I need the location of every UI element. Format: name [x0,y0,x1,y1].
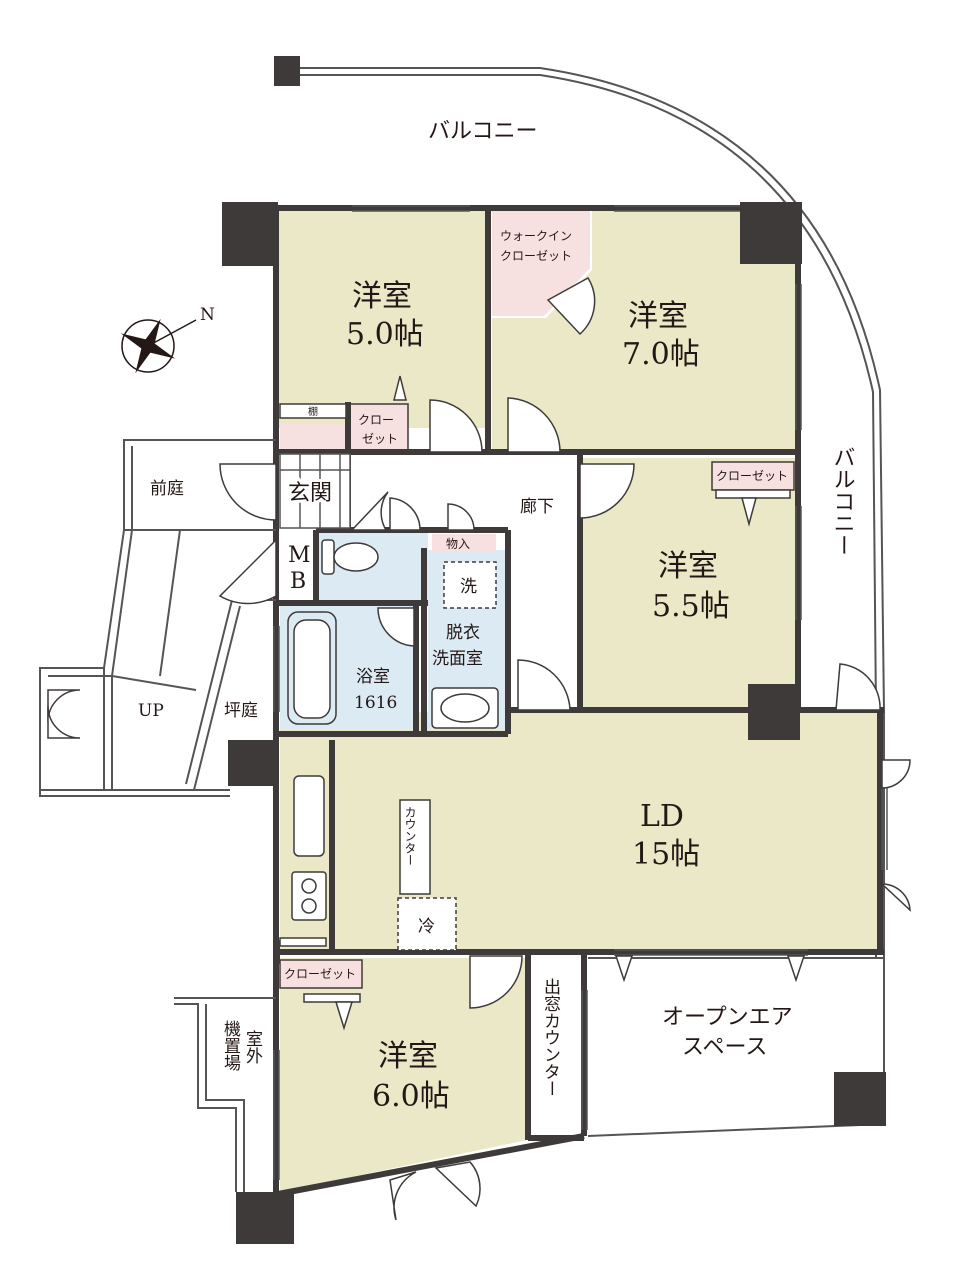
ld-size: 15帖 [632,837,700,872]
fridge-space [397,897,457,951]
pillars [222,56,886,1244]
closet-small-label-1: クロー [358,413,394,427]
bath-size-label: 1616 [354,693,397,713]
closet-55-fill [712,462,794,490]
closet-small-fill [350,404,408,450]
storage-label: 物入 [446,537,470,551]
mb-label-1: M [288,543,311,568]
western-room-7-size: 7.0帖 [622,337,700,372]
mb-label-2: B [290,569,306,594]
western-room-55-name: 洋室 [658,549,718,584]
up-label: UP [138,701,164,721]
western-room-55-size: 5.5帖 [652,589,730,624]
storage-fill [432,534,496,552]
compass-north-label: N [200,305,215,325]
entrance-label: 玄関 [288,481,332,506]
counter [399,799,431,895]
front-garden-label: 前庭 [150,479,184,499]
toilet-tank [321,539,335,575]
walkin-closet-fill [492,210,590,316]
bath-label: 浴室 [356,667,390,687]
closet-markers [334,375,806,1031]
walls [273,205,884,1200]
closet-55-label: クローゼット [716,469,788,483]
western-room-5-fill [278,208,488,428]
closet-60-label: クローゼット [284,967,356,981]
western-room-5-name: 洋室 [352,279,412,314]
western-room-7-fill [492,208,795,452]
western-room-6-size: 6.0帖 [372,1079,450,1114]
open-air-label-1: オープンエア [662,1005,793,1030]
closet-small-label-2: ゼット [362,432,398,446]
washer-space [443,561,497,609]
shelf-label: 棚 [308,405,318,418]
dressing-label-2: 洗面室 [432,649,483,669]
western-room-5-size: 5.0帖 [346,317,424,352]
western-room-7-name: 洋室 [628,299,688,334]
open-air-label-2: スペース [682,1035,767,1060]
balcony-side-label: バルコニー [830,446,855,556]
hallway-label: 廊下 [520,497,554,517]
exterior-lines [39,439,276,1192]
fridge-label: 冷 [418,917,435,937]
western-room-6-name: 洋室 [378,1039,438,1074]
toilet-bowl [333,542,379,572]
fixtures [279,403,795,1003]
walkin-closet-label-2: クローゼット [500,249,572,263]
outdoor-unit-label-2: 機置場 [220,1020,241,1072]
kitchen-sink [293,775,325,857]
ld-fill [280,712,878,950]
outdoor-unit-label-1: 室外 [242,1030,263,1064]
entrance-steps [279,453,351,529]
counter-label: カウンター [403,806,417,866]
bay-counter-label: 出窓カウンター [540,978,561,1097]
ld-name: LD [640,799,684,834]
compass-icon [120,318,197,374]
stove [291,871,327,921]
walkin-closet-label-1: ウォークイン [500,229,572,243]
closet-60-fill [280,960,362,988]
washer-label: 洗 [460,577,477,597]
courtyard-label: 坪庭 [224,701,258,721]
doors [47,276,911,1221]
balcony-top-label: バルコニー [428,119,538,144]
dressing-label-1: 脱衣 [446,623,480,643]
